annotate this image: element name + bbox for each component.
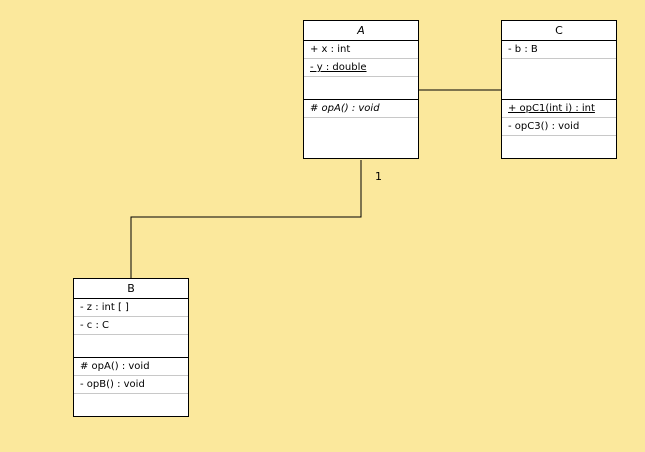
operation-b-opa: # opA() : void: [74, 358, 188, 376]
class-name-a: A: [304, 21, 418, 41]
operations-compartment-a: # opA() : void: [304, 100, 418, 118]
class-name-b: B: [74, 279, 188, 299]
operations-compartment-c: + opC1(int i) : int - opC3() : void: [502, 100, 616, 136]
attribute-a-y: - y : double: [304, 59, 418, 77]
attributes-compartment-b: - z : int [ ] - c : C: [74, 299, 188, 358]
class-box-b[interactable]: B - z : int [ ] - c : C # opA() : void -…: [73, 278, 189, 417]
operations-compartment-b: # opA() : void - opB() : void: [74, 358, 188, 394]
attribute-b-z: - z : int [ ]: [74, 299, 188, 317]
operation-a-opa: # opA() : void: [304, 100, 418, 118]
attribute-a-x: + x : int: [304, 41, 418, 59]
association-a-b: [130, 160, 362, 279]
class-name-c: C: [502, 21, 616, 41]
operation-c-opc1: + opC1(int i) : int: [502, 100, 616, 118]
class-box-c[interactable]: C - b : B + opC1(int i) : int - opC3() :…: [501, 20, 617, 159]
multiplicity-label-a-b: 1: [375, 170, 382, 183]
class-box-a[interactable]: A + x : int - y : double # opA() : void: [303, 20, 419, 159]
attribute-b-c: - c : C: [74, 317, 188, 335]
attributes-compartment-a: + x : int - y : double: [304, 41, 418, 100]
attribute-c-b: - b : B: [502, 41, 616, 59]
operation-b-opb: - opB() : void: [74, 376, 188, 394]
operation-c-opc3: - opC3() : void: [502, 118, 616, 136]
attributes-compartment-c: - b : B: [502, 41, 616, 100]
